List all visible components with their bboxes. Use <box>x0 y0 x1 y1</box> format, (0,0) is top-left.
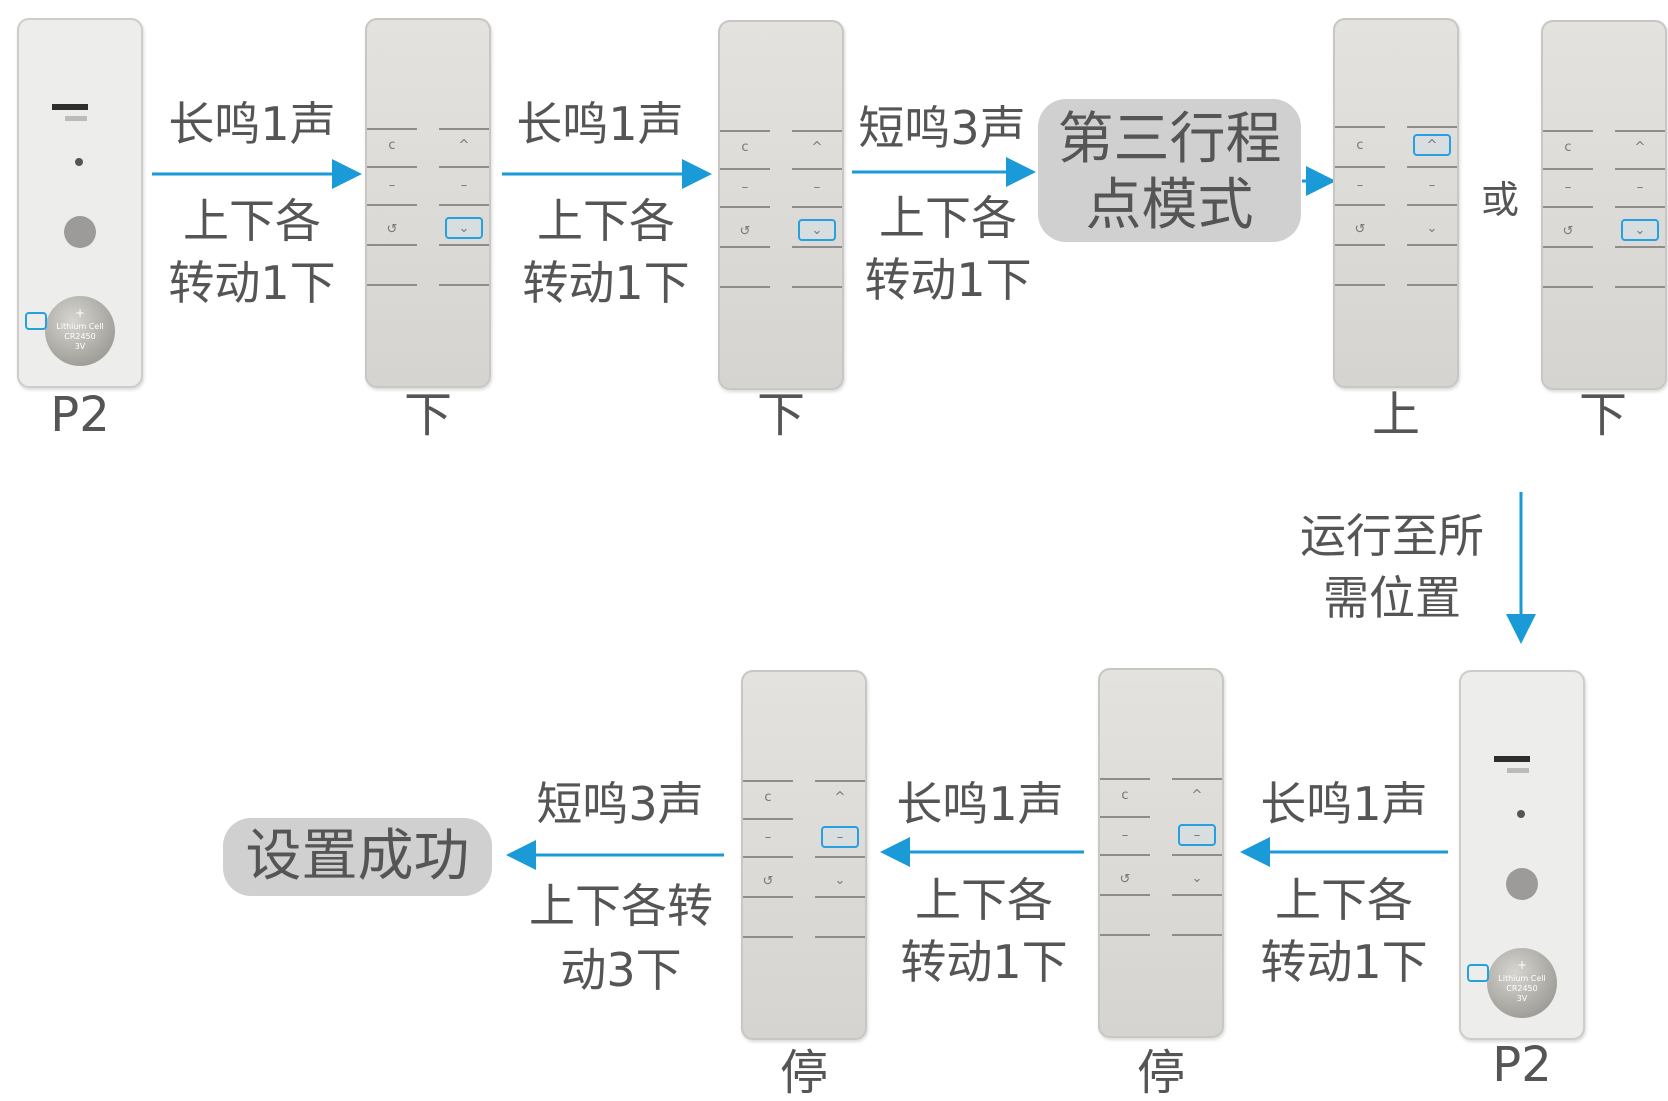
remote-3-label: 上 <box>1371 387 1420 443</box>
remote-4: c^ –– ↺ ⌄ <box>1541 20 1667 390</box>
down-button-selected <box>1621 219 1659 241</box>
step4-top: 长鸣1声 <box>1260 777 1428 831</box>
mode-box-line2: 点模式 <box>1085 173 1254 238</box>
remote-3: c ^ –– ↺⌄ <box>1333 18 1459 388</box>
stop-button-selected <box>1178 824 1216 846</box>
remote-6: c^ – – ↺⌄ <box>1098 668 1224 1038</box>
p2-label-bottom: P2 <box>1492 1037 1552 1093</box>
remote-1: c^ –– ↺ ⌄ <box>365 18 491 388</box>
third-travel-mode-box: 第三行程 点模式 <box>1038 99 1301 242</box>
p2-label-top: P2 <box>50 387 110 443</box>
step5-top: 长鸣1声 <box>896 777 1064 831</box>
step1-bottom-1: 上下各 <box>183 194 321 248</box>
step2-bottom-2: 转动1下 <box>522 256 690 310</box>
battery-text-3: 3V <box>1516 994 1528 1003</box>
step5-bottom-2: 转动1下 <box>900 935 1068 989</box>
step4-bottom-1: 上下各 <box>1275 873 1413 927</box>
run-to-position-1: 运行至所 <box>1300 509 1484 563</box>
step6-top: 短鸣3声 <box>536 777 704 831</box>
step2-bottom-1: 上下各 <box>537 194 675 248</box>
or-text: 或 <box>1480 178 1519 222</box>
remote-6-label: 停 <box>1136 1045 1185 1101</box>
remote-5: c^ – – ↺⌄ <box>741 670 867 1040</box>
battery-plus: + <box>74 306 86 320</box>
battery-text-3: 3V <box>74 342 86 351</box>
remote-4-label: 下 <box>1578 387 1627 443</box>
step3-top: 短鸣3声 <box>858 101 1026 155</box>
stop-button-selected <box>821 826 859 848</box>
battery-text-2: CR2450 <box>1506 984 1538 993</box>
down-button-selected <box>798 219 836 241</box>
battery-text-2: CR2450 <box>64 332 96 341</box>
remote-2: c^ –– ↺ ⌄ <box>718 20 844 390</box>
step6-bottom-2: 动3下 <box>560 943 682 997</box>
remote-1-label: 下 <box>403 387 452 443</box>
step1-bottom-2: 转动1下 <box>168 256 336 310</box>
remote-5-label: 停 <box>779 1045 828 1101</box>
mode-box-line1: 第三行程 <box>1057 107 1282 172</box>
battery-text-1: Lithium Cell <box>1498 974 1546 983</box>
success-text: 设置成功 <box>245 824 470 889</box>
step4-bottom-2: 转动1下 <box>1260 935 1428 989</box>
up-button-selected <box>1413 134 1451 156</box>
step3-bottom-1: 上下各 <box>879 191 1017 245</box>
down-button-selected <box>445 217 483 239</box>
run-to-position-2: 需位置 <box>1323 571 1461 625</box>
step6-bottom-1: 上下各转 <box>529 879 713 933</box>
battery-plus: + <box>1516 958 1528 972</box>
step3-bottom-2: 转动1下 <box>864 253 1032 307</box>
step2-top: 长鸣1声 <box>516 97 684 151</box>
step1-top: 长鸣1声 <box>168 97 336 151</box>
step5-bottom-1: 上下各 <box>915 873 1053 927</box>
p2-back-top: + Lithium Cell CR2450 3V <box>17 18 143 388</box>
remote-2-label: 下 <box>756 387 805 443</box>
p2-back-bottom: + Lithium Cell CR2450 3V <box>1459 670 1585 1040</box>
battery-text-1: Lithium Cell <box>56 322 104 331</box>
setup-success-box: 设置成功 <box>223 818 492 896</box>
